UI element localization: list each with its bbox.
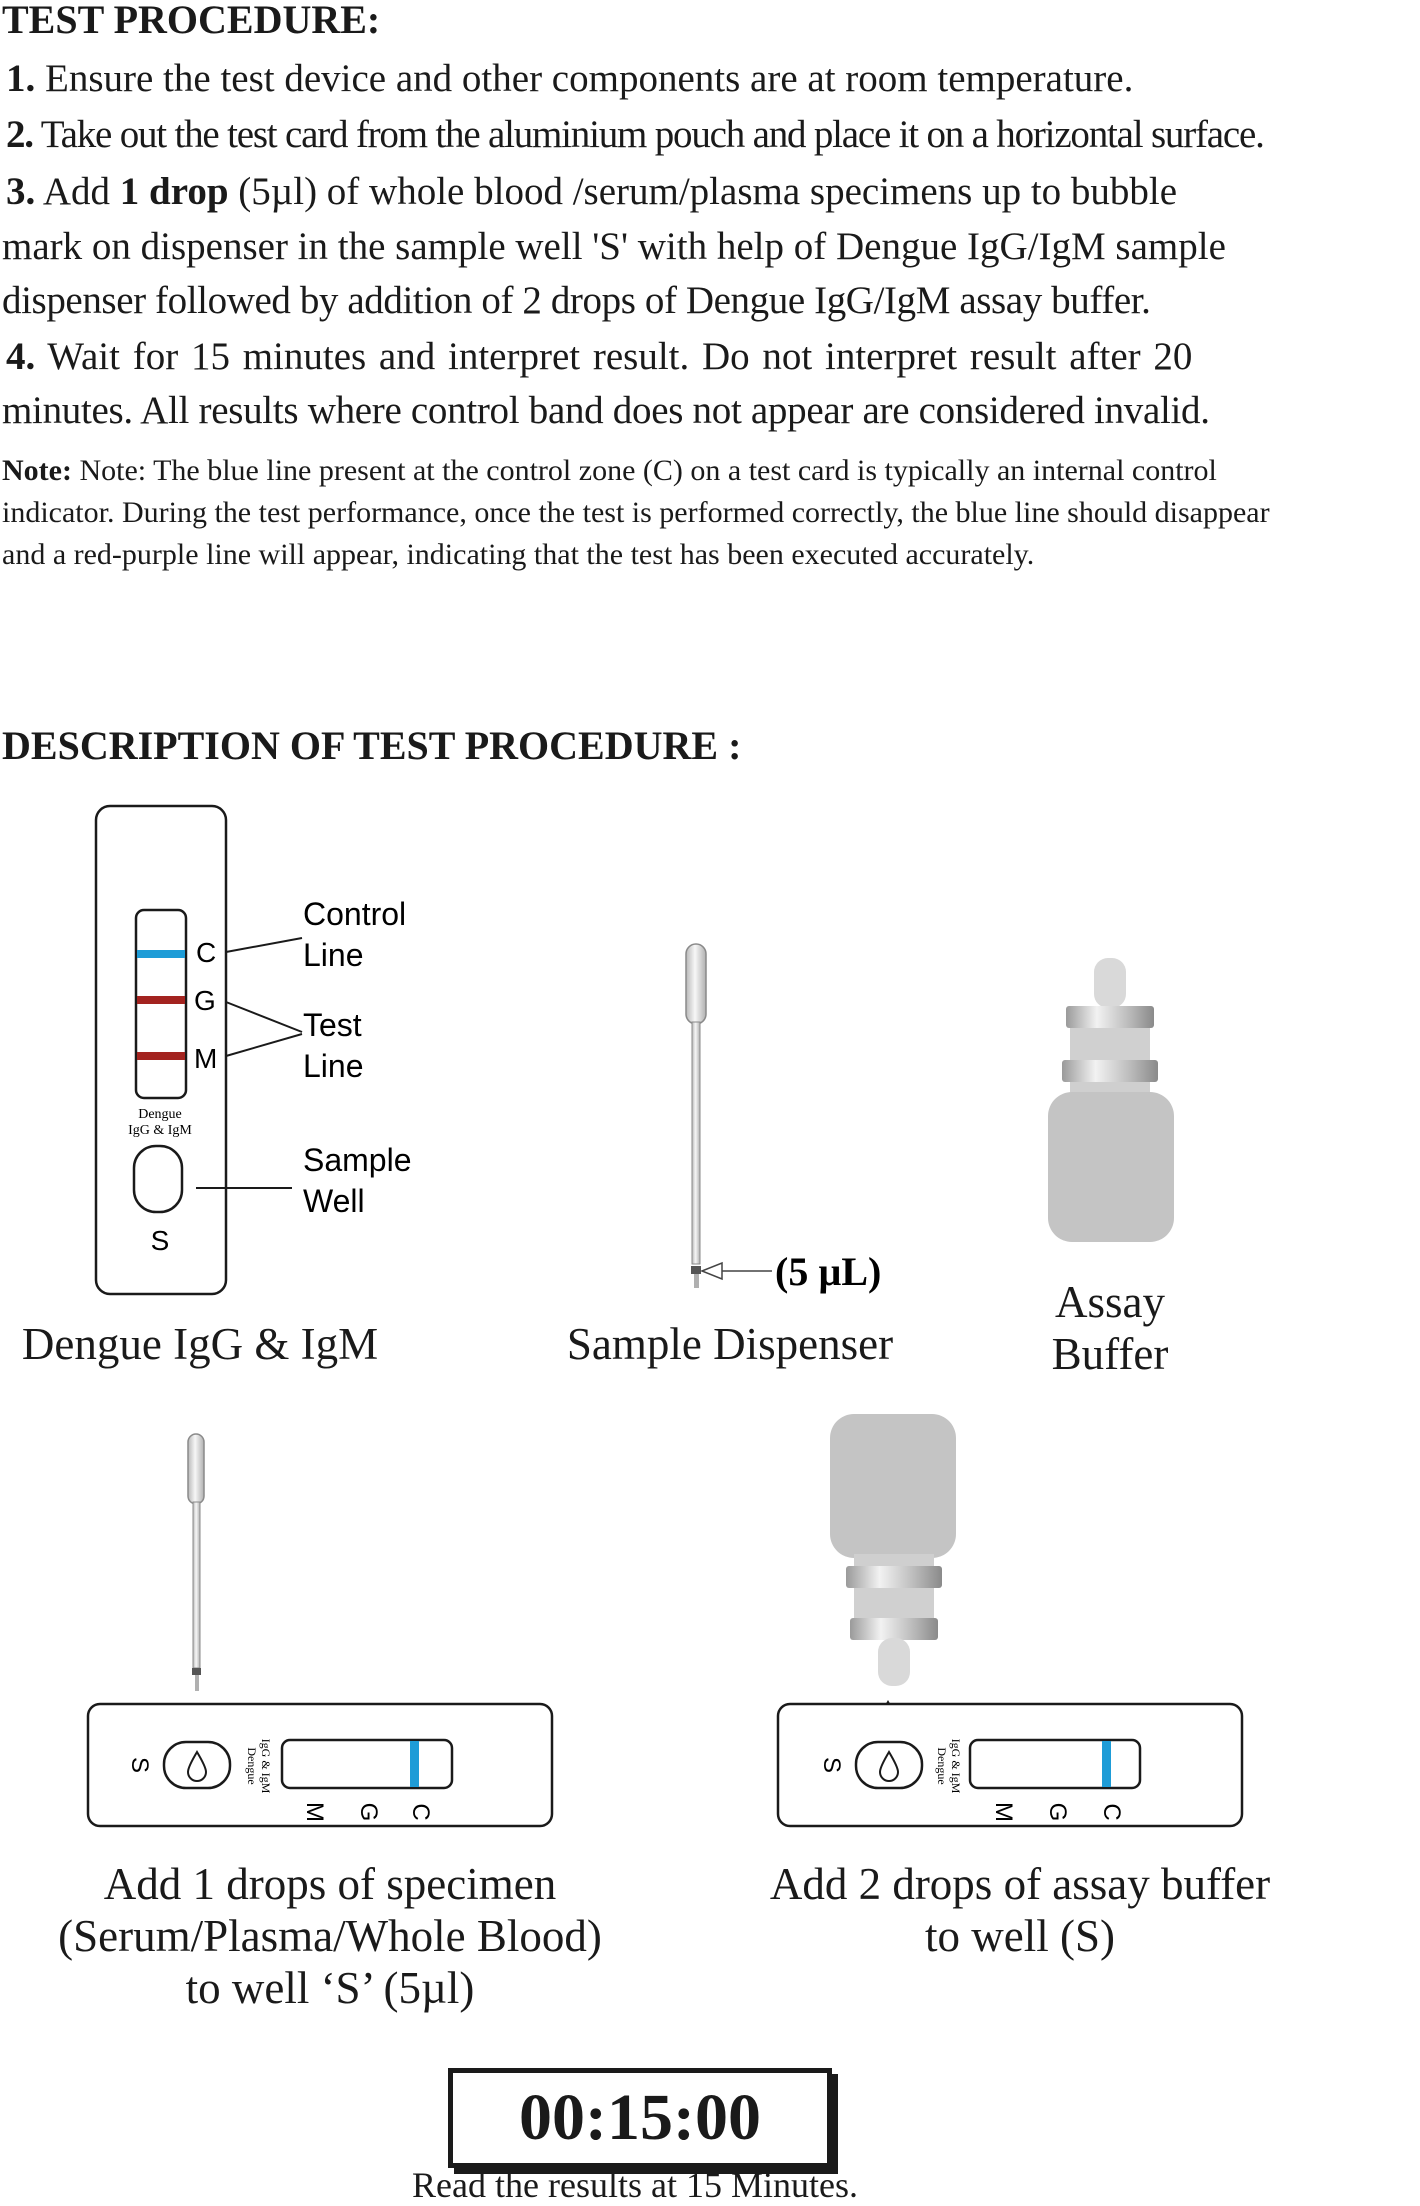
card-label-s: S — [818, 1757, 845, 1773]
dispenser-caption: Sample Dispenser — [566, 1319, 894, 1369]
card-label-g: G — [194, 985, 216, 1016]
card-brand-1: Dengue — [245, 1747, 259, 1784]
buffer-step-caption-1: Add 2 drops of assay buffer — [769, 1859, 1271, 1909]
test-card-horizontal-buffer: S Dengue IgG & IgM M G C — [776, 1700, 1244, 1828]
buffer-bottle-inverted — [830, 1414, 956, 1686]
card-label-m: M — [990, 1802, 1017, 1822]
test-card-horizontal-specimen: S Dengue IgG & IgM M G C — [86, 1702, 554, 1828]
card-label-s: S — [126, 1757, 153, 1773]
timer-display: 00:15:00 — [448, 2068, 832, 2168]
step-4-text: Wait for 15 minutes and interpret result… — [47, 335, 1193, 378]
test-line-label-1: Test — [303, 1007, 362, 1043]
step-3-line-2: mark on dispenser in the sample well 'S'… — [2, 225, 1226, 268]
note-text-1: Note: The blue line present at the contr… — [79, 454, 1217, 487]
step-3-line-3: dispenser followed by addition of 2 drop… — [2, 279, 1151, 322]
sample-well-label-1: Sample — [303, 1142, 412, 1178]
drop-icon — [878, 1750, 900, 1782]
control-line-label-1: Control — [303, 896, 406, 932]
control-line-label-2: Line — [303, 937, 364, 973]
note-line-2: indicator. During the test performance, … — [2, 496, 1270, 529]
test-band-igm — [137, 1052, 185, 1060]
control-band — [1102, 1741, 1111, 1787]
sample-well-label-2: Well — [303, 1183, 365, 1219]
step-4: 4. Wait for 15 minutes and interpret res… — [6, 330, 1192, 384]
control-band — [410, 1741, 419, 1787]
step-3-bold: 1 drop — [119, 170, 229, 213]
assay-buffer-bottle — [1048, 958, 1174, 1242]
buffer-caption-2: Buffer — [1051, 1329, 1169, 1379]
step-1-text: Ensure the test device and other compone… — [45, 57, 1134, 100]
step-4-line-2: minutes. All results where control band … — [2, 389, 1210, 432]
step-2: 2. Take out the test card from the alumi… — [6, 108, 1265, 162]
card-label-c: C — [1098, 1803, 1125, 1820]
card-label-m: M — [194, 1043, 217, 1074]
drop-icon — [186, 1750, 208, 1782]
note-label: Note: — [2, 454, 72, 487]
card-brand-2: IgG & IgM — [128, 1123, 192, 1138]
card-label-m: M — [301, 1802, 328, 1822]
step-2-number: 2. — [6, 113, 34, 156]
step-1: 1. Ensure the test device and other comp… — [6, 52, 1133, 106]
buffer-caption: Assay Buffer — [1010, 1276, 1210, 1380]
card-caption: Dengue IgG & IgM — [21, 1319, 379, 1369]
result-window — [280, 1738, 454, 1790]
specimen-caption-3: to well ‘S’ (5µl) — [185, 1963, 475, 2013]
sample-dispenser: (5 µL) — [685, 943, 881, 1294]
buffer-step-caption: Add 2 drops of assay buffer to well (S) — [720, 1858, 1320, 1962]
card-label-g: G — [1044, 1803, 1071, 1822]
buffer-step-caption-2: to well (S) — [925, 1911, 1115, 1961]
card-label-s: S — [151, 1225, 170, 1256]
step-2-text: Take out the test card from the aluminiu… — [40, 113, 1265, 156]
test-card-vertical: C G M Dengue IgG & IgM S Control Line Te… — [94, 804, 412, 1296]
card-label-c: C — [196, 937, 216, 968]
card-brand-1: Dengue — [138, 1107, 182, 1122]
specimen-caption-1: Add 1 drops of specimen — [103, 1859, 557, 1909]
buffer-caption-1: Assay — [1055, 1277, 1165, 1327]
step-4-number: 4. — [6, 335, 36, 378]
card-label-c: C — [407, 1803, 434, 1820]
card-brand-1: Dengue — [935, 1747, 949, 1784]
step-3: 3. Add 1 drop (5µl) of whole blood /seru… — [6, 165, 1177, 219]
step-3-post: (5µl) of whole blood /serum/plasma speci… — [228, 170, 1178, 213]
description-heading: DESCRIPTION OF TEST PROCEDURE : — [2, 723, 742, 768]
sample-well — [132, 1144, 184, 1214]
control-band — [137, 950, 185, 958]
procedure-heading: TEST PROCEDURE: — [2, 0, 381, 42]
card-brand-2: IgG & IgM — [259, 1739, 273, 1794]
specimen-caption-2: (Serum/Plasma/Whole Blood) — [58, 1911, 602, 1961]
test-line-label-2: Line — [303, 1048, 364, 1084]
note-line-3: and a red-purple line will appear, indic… — [2, 538, 1035, 571]
result-window — [968, 1738, 1142, 1790]
test-band-igg — [137, 996, 185, 1004]
specimen-step-caption: Add 1 drops of specimen (Serum/Plasma/Wh… — [20, 1858, 640, 2014]
step-3-number: 3. — [6, 170, 36, 213]
dispenser-dropping — [187, 1433, 205, 1691]
step-1-number: 1. — [6, 57, 36, 100]
note-line-1: Note: Note: The blue line present at the… — [2, 450, 1217, 492]
card-label-g: G — [355, 1803, 382, 1822]
timer-caption: Read the results at 15 Minutes. — [412, 2165, 858, 2205]
dispenser-volume-label: (5 µL) — [775, 1249, 881, 1294]
card-brand-2: IgG & IgM — [949, 1739, 963, 1794]
step-3-pre: Add — [42, 170, 120, 213]
